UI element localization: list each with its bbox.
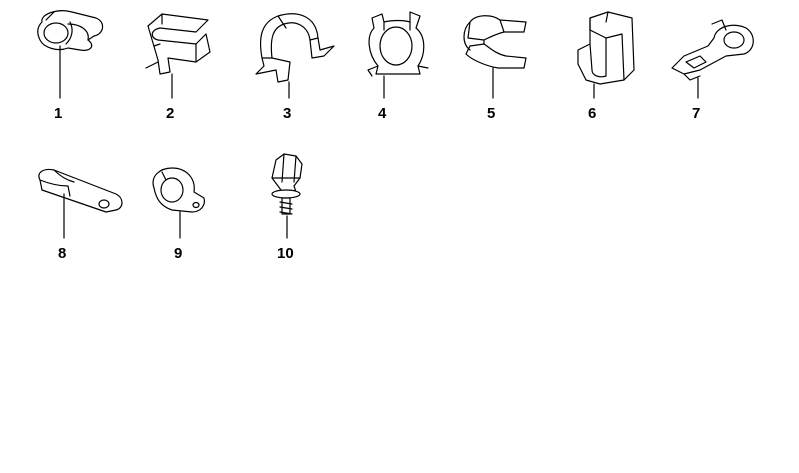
part-label: 3 bbox=[283, 105, 291, 122]
z-spring-clip-icon bbox=[146, 14, 210, 74]
part-label: 4 bbox=[378, 105, 387, 122]
part-5: 5 bbox=[464, 16, 526, 122]
part-10: 10 bbox=[272, 154, 302, 262]
tongue-clip-icon bbox=[672, 20, 753, 80]
part-label: 8 bbox=[58, 245, 66, 262]
hose-clip-with-tab-icon bbox=[256, 14, 334, 82]
part-3: 3 bbox=[256, 14, 334, 122]
flat-strap-clip-icon bbox=[39, 169, 122, 212]
spring-clamp-clip-icon bbox=[368, 12, 428, 76]
u-channel-clip-icon bbox=[578, 12, 634, 84]
part-label: 7 bbox=[692, 105, 700, 122]
double-c-clip-icon bbox=[464, 16, 526, 68]
part-label: 2 bbox=[166, 105, 174, 122]
part-label: 5 bbox=[487, 105, 495, 122]
part-4: 4 bbox=[368, 12, 428, 122]
push-pin-clip-icon bbox=[272, 154, 302, 214]
open-ring-clip-icon bbox=[38, 11, 103, 51]
part-label: 10 bbox=[277, 245, 294, 262]
part-8: 8 bbox=[39, 169, 122, 262]
part-9: 9 bbox=[153, 168, 204, 262]
part-label: 6 bbox=[588, 105, 596, 122]
p-clamp-icon bbox=[153, 168, 204, 212]
part-7: 7 bbox=[672, 20, 753, 122]
part-label: 9 bbox=[174, 245, 182, 262]
part-1: 1 bbox=[38, 11, 103, 122]
part-label: 1 bbox=[54, 105, 62, 122]
part-2: 2 bbox=[146, 14, 210, 122]
part-6: 6 bbox=[578, 12, 634, 122]
